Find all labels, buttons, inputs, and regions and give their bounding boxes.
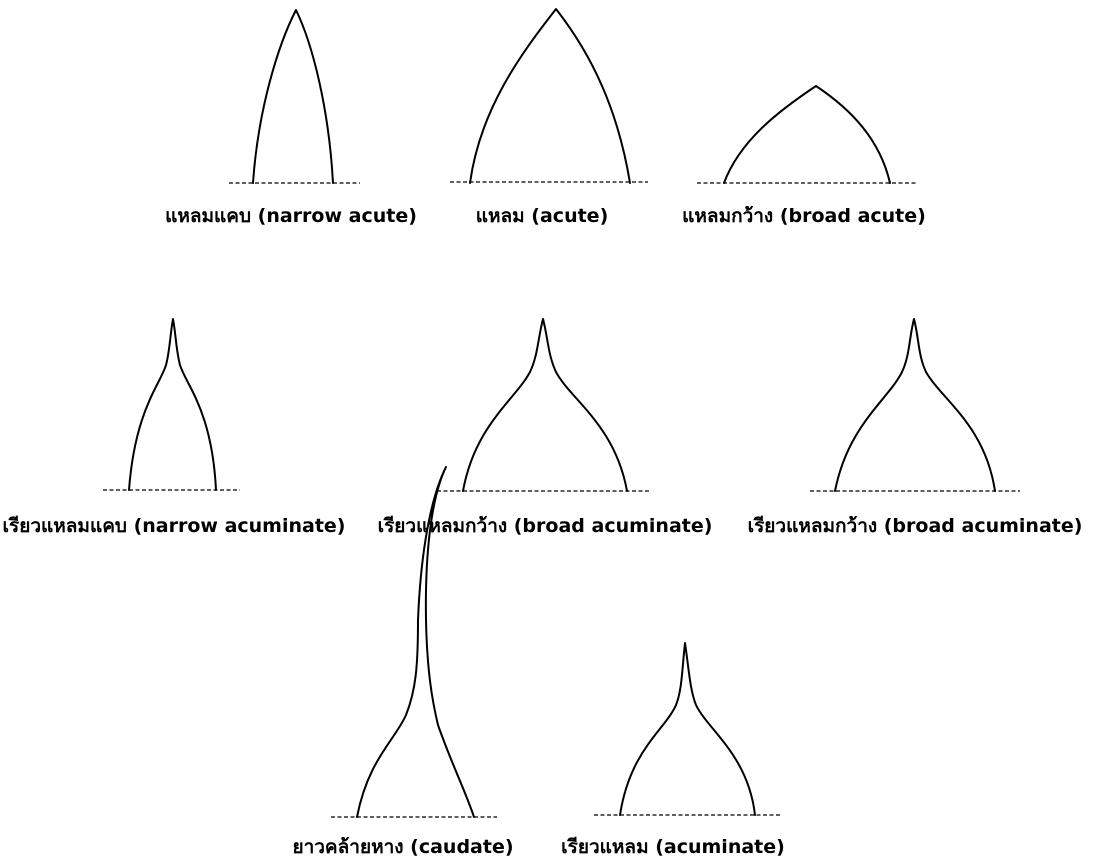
- broad-acuminate-1-outline: [462, 318, 628, 492]
- narrow-acuminate-caption: เรียวแหลมแคบ (narrow acuminate): [2, 515, 346, 537]
- acuminate-caption: เรียวแหลม (acuminate): [561, 836, 785, 858]
- narrow-acuminate-outline: [128, 318, 217, 491]
- broad-acuminate-2-caption: เรียวแหลมกว้าง (broad acuminate): [747, 515, 1083, 537]
- acute-outline: [469, 8, 631, 184]
- caudate-figure: [331, 466, 497, 818]
- broad-acute-caption: แหลมกว้าง (broad acute): [682, 205, 926, 227]
- caudate-caption: ยาวคล้ายหาง (caudate): [292, 836, 514, 858]
- broad-acuminate-2-figure: [810, 318, 1020, 492]
- broad-acute-figure: [697, 85, 917, 184]
- caudate-outline: [356, 466, 475, 818]
- narrow-acute-figure: [229, 9, 360, 184]
- broad-acute-outline: [723, 85, 891, 184]
- broad-acuminate-1-figure: [437, 318, 650, 492]
- narrow-acute-outline: [252, 9, 334, 184]
- narrow-acute-caption: แหลมแคบ (narrow acute): [165, 205, 417, 227]
- acute-caption: แหลม (acute): [475, 205, 609, 227]
- acute-figure: [450, 8, 648, 184]
- broad-acuminate-2-outline: [834, 318, 996, 492]
- acuminate-figure: [594, 642, 782, 816]
- acuminate-outline: [619, 642, 756, 816]
- narrow-acuminate-figure: [103, 318, 240, 491]
- broad-acuminate-1-caption: เรียวแหลมกว้าง (broad acuminate): [377, 515, 713, 537]
